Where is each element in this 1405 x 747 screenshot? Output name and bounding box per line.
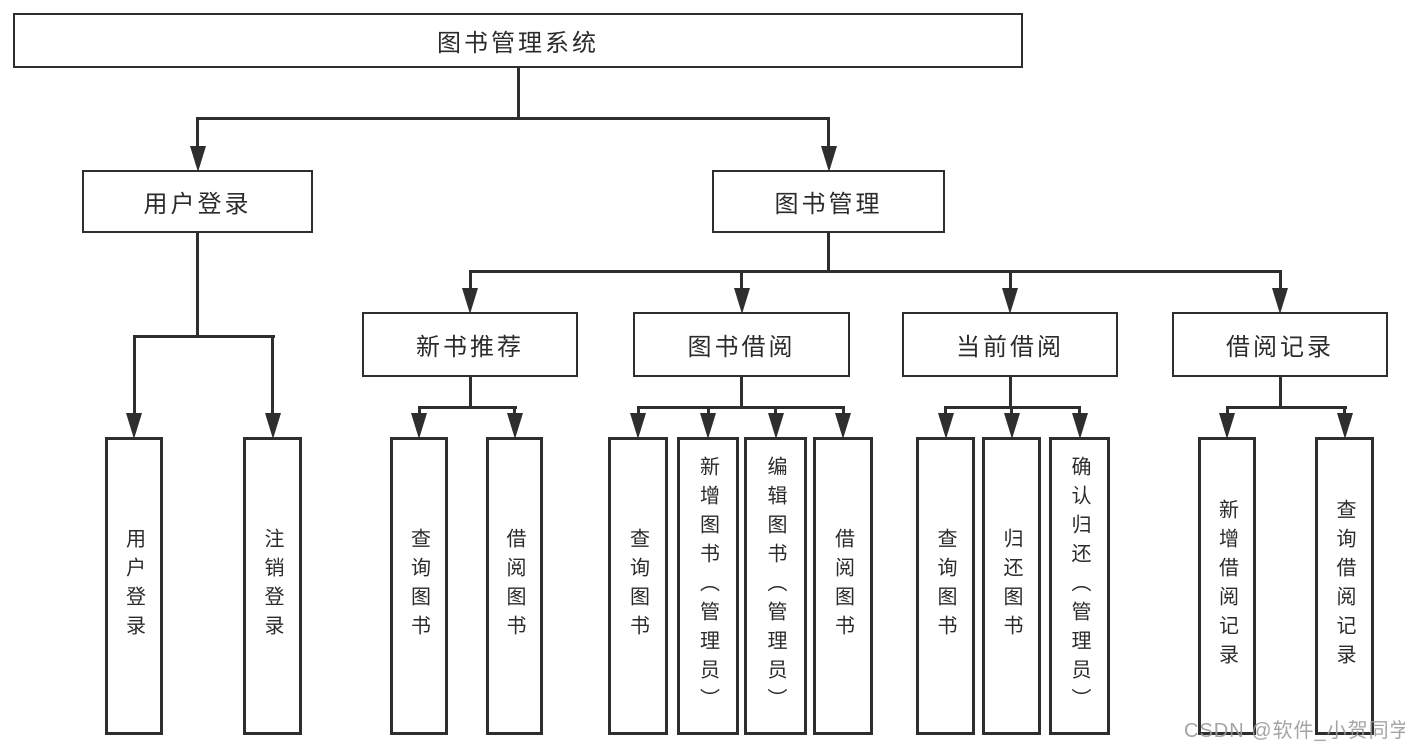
node-leaf-nb-query: 查询图书 [390, 437, 448, 735]
arrow-down-icon-book-management [821, 146, 837, 172]
connector-drop-book-management [827, 117, 830, 146]
node-leaf-bb-add: 新增图书（管理员） [677, 437, 739, 735]
connector-drop-leaf-user-login [133, 335, 136, 413]
node-book-borrow: 图书借阅 [633, 312, 850, 377]
arrow-down-icon-leaf-br-add [1219, 413, 1235, 439]
connector-drop-borrow-records [1279, 270, 1282, 288]
node-leaf-br-add: 新增借阅记录 [1198, 437, 1256, 735]
arrow-down-icon-leaf-cb-return [1004, 413, 1020, 439]
connector-drop-leaf-logout [271, 335, 274, 413]
node-leaf-br-query: 查询借阅记录 [1315, 437, 1374, 735]
node-leaf-bb-query: 查询图书 [608, 437, 668, 735]
connector-drop-current-borrow [1009, 270, 1012, 288]
connector-drop-leaf-bb-edit [774, 406, 777, 413]
node-leaf-cb-confirm: 确认归还（管理员） [1049, 437, 1110, 735]
connector-rail-user-login-group [133, 335, 275, 338]
connector-drop-new-book-recommend [469, 270, 472, 288]
arrow-down-icon-borrow-records [1272, 288, 1288, 314]
connector-drop-leaf-cb-confirm [1078, 406, 1081, 413]
connector-stem-book-management [827, 233, 830, 273]
node-borrow-records: 借阅记录 [1172, 312, 1388, 377]
arrow-down-icon-leaf-bb-edit [768, 413, 784, 439]
arrow-down-icon-leaf-br-query [1337, 413, 1353, 439]
connector-rail-new-book-recommend [418, 406, 517, 409]
node-leaf-bb-borrow: 借阅图书 [813, 437, 873, 735]
connector-rail-book-borrow [637, 406, 845, 409]
connector-drop-user-login-group [196, 117, 199, 146]
arrow-down-icon-book-borrow [734, 288, 750, 314]
connector-stem-root [517, 68, 520, 120]
connector-drop-leaf-nb-borrow [513, 406, 516, 413]
connector-stem-user-login-group [196, 233, 199, 338]
arrow-down-icon-leaf-nb-borrow [507, 413, 523, 439]
node-new-book-recommend: 新书推荐 [362, 312, 578, 377]
connector-rail-root [196, 117, 830, 120]
connector-drop-leaf-cb-return [1010, 406, 1013, 413]
node-leaf-cb-query: 查询图书 [916, 437, 975, 735]
arrow-down-icon-leaf-logout [265, 413, 281, 439]
node-leaf-logout: 注销登录 [243, 437, 302, 735]
connector-drop-leaf-cb-query [944, 406, 947, 413]
connector-stem-borrow-records [1279, 377, 1282, 409]
arrow-down-icon-user-login-group [190, 146, 206, 172]
connector-drop-leaf-bb-add [707, 406, 710, 413]
node-leaf-user-login: 用户登录 [105, 437, 163, 735]
connector-drop-leaf-br-query [1343, 406, 1346, 413]
arrow-down-icon-leaf-bb-query [630, 413, 646, 439]
arrow-down-icon-new-book-recommend [462, 288, 478, 314]
node-current-borrow: 当前借阅 [902, 312, 1118, 377]
connector-stem-book-borrow [740, 377, 743, 409]
connector-rail-borrow-records [1226, 406, 1347, 409]
arrow-down-icon-current-borrow [1002, 288, 1018, 314]
arrow-down-icon-leaf-cb-confirm [1072, 413, 1088, 439]
arrow-down-icon-leaf-cb-query [938, 413, 954, 439]
connector-stem-current-borrow [1009, 377, 1012, 409]
connector-drop-leaf-nb-query [418, 406, 421, 413]
node-leaf-nb-borrow: 借阅图书 [486, 437, 543, 735]
arrow-down-icon-leaf-user-login [126, 413, 142, 439]
arrow-down-icon-leaf-bb-add [700, 413, 716, 439]
connector-stem-new-book-recommend [469, 377, 472, 409]
connector-drop-leaf-bb-query [637, 406, 640, 413]
node-leaf-bb-edit: 编辑图书（管理员） [744, 437, 807, 735]
arrow-down-icon-leaf-nb-query [411, 413, 427, 439]
node-user-login-group: 用户登录 [82, 170, 313, 233]
node-root: 图书管理系统 [13, 13, 1023, 68]
connector-drop-book-borrow [740, 270, 743, 288]
node-book-management: 图书管理 [712, 170, 945, 233]
node-leaf-cb-return: 归还图书 [982, 437, 1041, 735]
arrow-down-icon-leaf-bb-borrow [835, 413, 851, 439]
connector-rail-book-management [469, 270, 1282, 273]
connector-drop-leaf-br-add [1226, 406, 1229, 413]
connector-drop-leaf-bb-borrow [842, 406, 845, 413]
watermark: CSDN @软件_小贺同学 [1184, 720, 1405, 742]
